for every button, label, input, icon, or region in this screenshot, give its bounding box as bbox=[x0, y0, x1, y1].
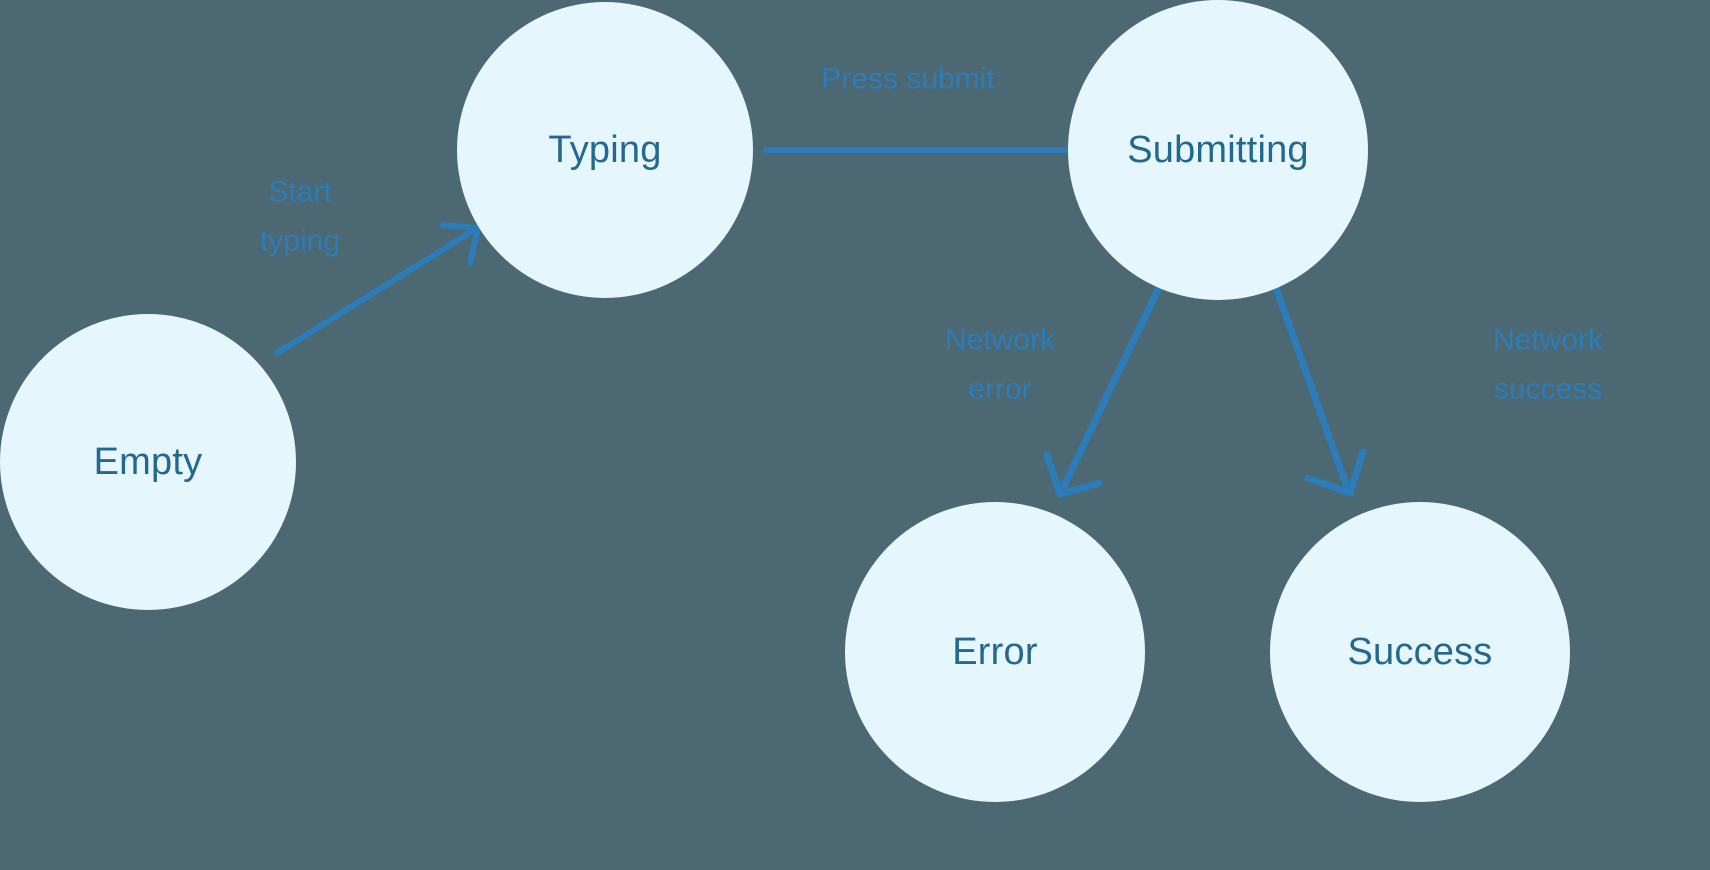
edge-submitting-to-error bbox=[1043, 281, 1164, 498]
edge-label-start-typing: Start typing bbox=[259, 175, 341, 257]
state-node-typing-label: Typing bbox=[548, 129, 662, 171]
state-node-submitting-label: Submitting bbox=[1127, 129, 1309, 171]
edge-label-network-success: Network success bbox=[1492, 323, 1604, 405]
state-node-success[interactable]: Success bbox=[1270, 502, 1570, 802]
state-node-error-label: Error bbox=[952, 631, 1038, 673]
state-node-empty[interactable]: Empty bbox=[0, 314, 296, 610]
edge-submitting-to-success bbox=[1271, 281, 1367, 497]
state-node-error[interactable]: Error bbox=[845, 502, 1145, 802]
state-node-success-label: Success bbox=[1347, 631, 1493, 673]
state-node-empty-label: Empty bbox=[93, 441, 203, 483]
state-node-submitting[interactable]: Submitting bbox=[1068, 0, 1368, 300]
edge-empty-to-typing bbox=[274, 222, 481, 356]
edge-label-network-error: Network error bbox=[944, 323, 1056, 405]
edge-label-press-submit: Press submit bbox=[821, 62, 995, 96]
state-node-typing[interactable]: Typing bbox=[457, 2, 753, 298]
